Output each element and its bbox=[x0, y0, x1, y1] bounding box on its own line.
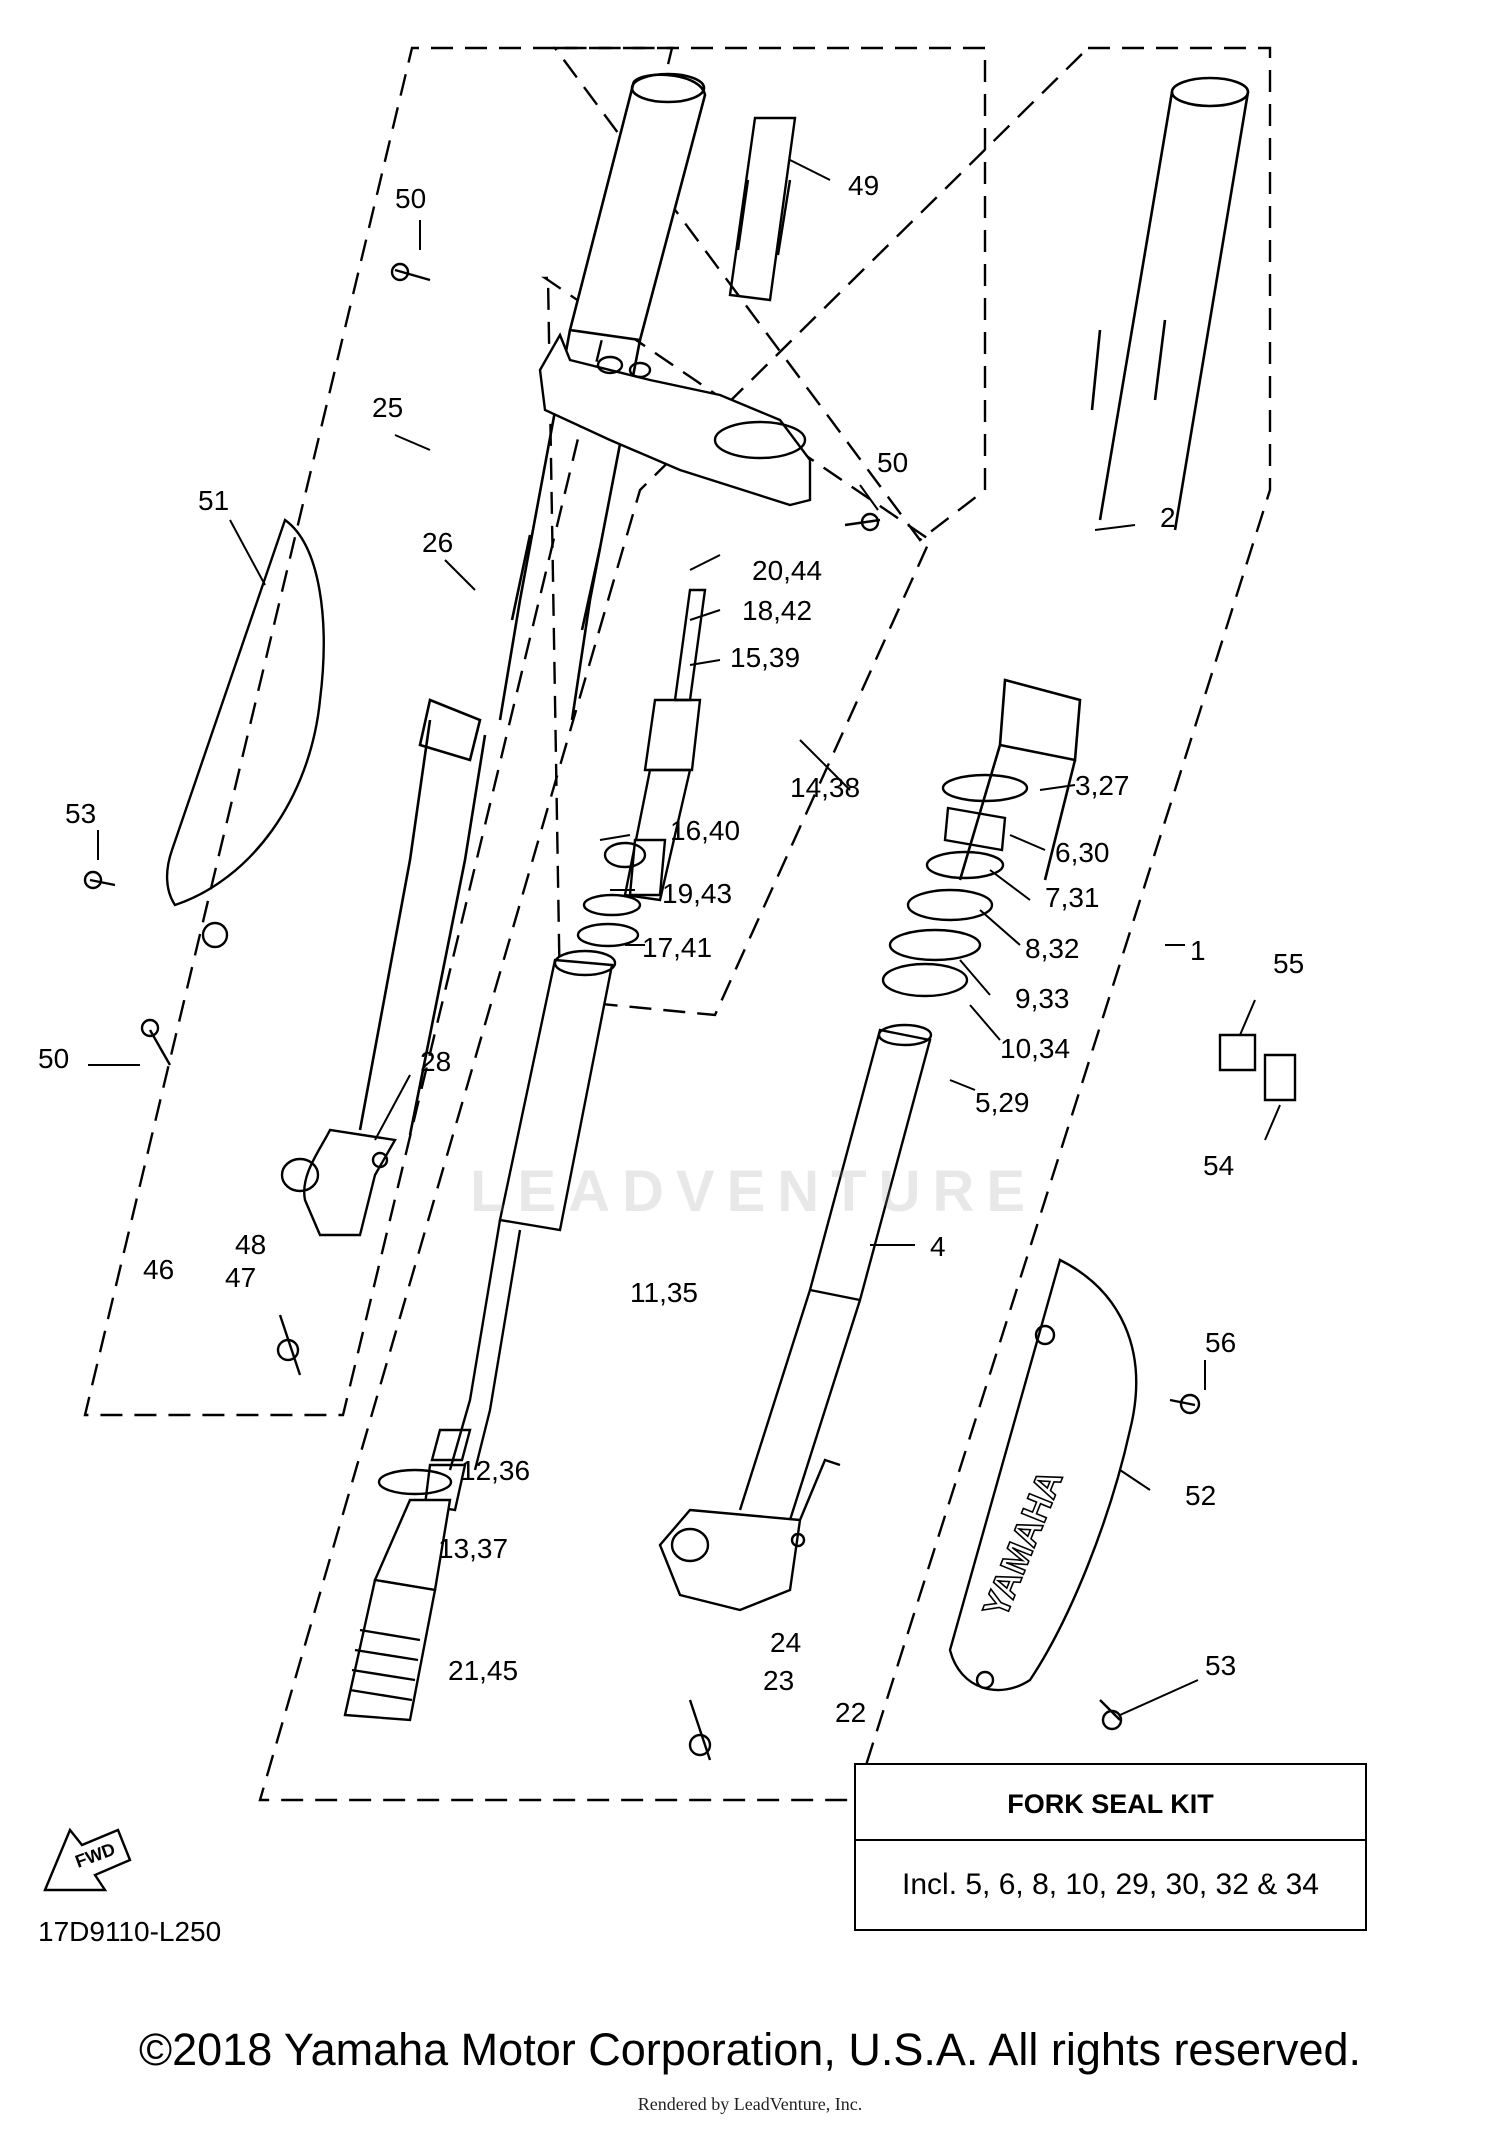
callout-23: 23 bbox=[763, 1665, 794, 1696]
rendered-by-text: Rendered by LeadVenture, Inc. bbox=[637, 2094, 863, 2114]
callout-13-37: 13,37 bbox=[438, 1533, 508, 1564]
callout-26: 26 bbox=[422, 527, 453, 558]
callout-10-34: 10,34 bbox=[1000, 1033, 1070, 1064]
outer-tube-26 bbox=[358, 72, 707, 1136]
fwd-arrow-icon bbox=[43, 1827, 132, 1892]
callout-5-29: 5,29 bbox=[975, 1087, 1030, 1118]
callout-2: 2 bbox=[1160, 502, 1176, 533]
callout-1: 1 bbox=[1190, 935, 1206, 966]
callout-9-33: 9,33 bbox=[1015, 983, 1070, 1014]
dashed-group-outlines bbox=[83, 46, 1272, 1802]
callout-20-44: 20,44 bbox=[752, 555, 822, 586]
watermark-text: LEADVENTURE bbox=[470, 1159, 1038, 1224]
callout-28: 28 bbox=[420, 1046, 451, 1077]
fork-leg-right bbox=[658, 1458, 841, 1612]
callout-50-mid: 50 bbox=[877, 447, 908, 478]
kit-title: FORK SEAL KIT bbox=[1007, 1789, 1214, 1819]
callout-15-39: 15,39 bbox=[730, 642, 800, 673]
callout-51: 51 bbox=[198, 485, 229, 516]
callout-18-42: 18,42 bbox=[742, 595, 812, 626]
fork-guard-52 bbox=[948, 1258, 1138, 1692]
callout-3-27: 3,27 bbox=[1075, 770, 1130, 801]
callout-50-left: 50 bbox=[38, 1043, 69, 1074]
callout-6-30: 6,30 bbox=[1055, 837, 1110, 868]
outer-tube-2 bbox=[958, 76, 1250, 881]
diagram-code: 17D9110-L250 bbox=[38, 1916, 222, 1947]
callout-55: 55 bbox=[1273, 948, 1304, 979]
callout-14-38: 14,38 bbox=[790, 772, 860, 803]
callout-46: 46 bbox=[143, 1254, 174, 1285]
callout-48: 48 bbox=[235, 1229, 266, 1260]
callout-8-32: 8,32 bbox=[1025, 933, 1080, 964]
callout-53-right: 53 bbox=[1205, 1650, 1236, 1681]
callout-53-left: 53 bbox=[65, 798, 96, 829]
kit-includes: Incl. 5, 6, 8, 10, 29, 30, 32 & 34 bbox=[902, 1868, 1319, 1901]
damper-cartridge bbox=[576, 588, 707, 948]
triple-clamp bbox=[538, 116, 812, 507]
callout-19-43: 19,43 bbox=[662, 878, 732, 909]
callout-11-35: 11,35 bbox=[630, 1277, 698, 1308]
callout-12-36: 12,36 bbox=[460, 1455, 530, 1486]
callout-50-top: 50 bbox=[395, 183, 426, 214]
copyright-text: ©2018 Yamaha Motor Corporation, U.S.A. A… bbox=[138, 2024, 1362, 2075]
callout-56: 56 bbox=[1205, 1327, 1236, 1358]
callout-16-40: 16,40 bbox=[670, 815, 740, 846]
kit-divider bbox=[856, 1839, 1365, 1841]
callout-52: 52 bbox=[1185, 1480, 1216, 1511]
callout-4: 4 bbox=[930, 1231, 946, 1262]
inner-tube-4 bbox=[738, 1023, 933, 1521]
callout-17-41: 17,41 bbox=[642, 932, 712, 963]
clamps-54-55 bbox=[1218, 1033, 1297, 1102]
callout-47: 47 bbox=[225, 1262, 256, 1293]
spring-21-45 bbox=[343, 1498, 452, 1722]
fork-leg-left bbox=[280, 1128, 397, 1237]
bolts bbox=[83, 262, 1201, 1761]
callout-25: 25 bbox=[372, 392, 403, 423]
seal-stack bbox=[881, 773, 1029, 998]
callout-24: 24 bbox=[770, 1627, 801, 1658]
cartridge-11-35 bbox=[377, 949, 617, 1512]
callout-54: 54 bbox=[1203, 1150, 1234, 1181]
number-plate-51 bbox=[165, 518, 325, 949]
callout-22: 22 bbox=[835, 1697, 866, 1728]
callout-49: 49 bbox=[848, 170, 879, 201]
callout-labels: 1 2 3,27 4 5,29 6,30 7,31 8,32 9,33 10,3… bbox=[38, 170, 1304, 1728]
callout-7-31: 7,31 bbox=[1045, 882, 1100, 913]
fork-seal-kit-box: FORK SEAL KIT Incl. 5, 6, 8, 10, 29, 30,… bbox=[854, 1763, 1367, 1931]
callout-21-45: 21,45 bbox=[448, 1655, 518, 1686]
